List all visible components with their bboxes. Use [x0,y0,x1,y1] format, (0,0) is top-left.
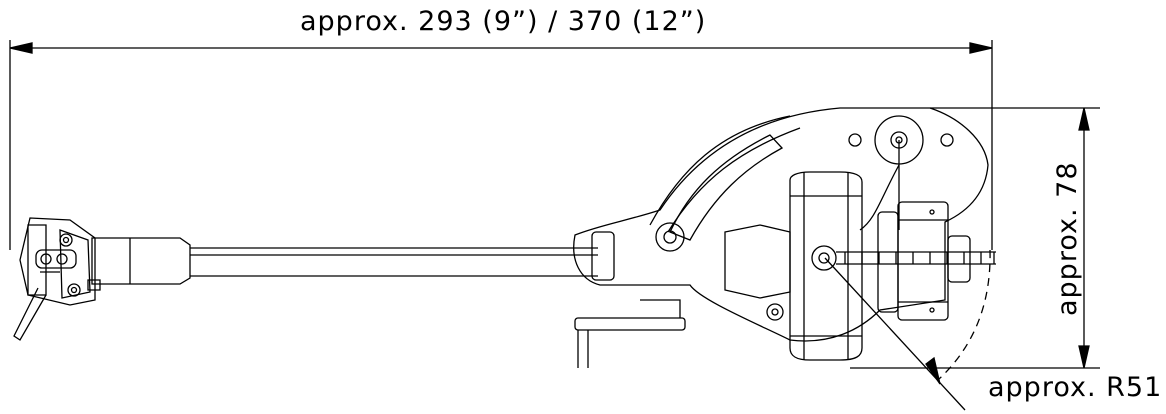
length-dimension [10,40,992,250]
height-label: approx. 78 [1052,161,1083,316]
radius-label: approx. R51 [988,372,1163,403]
height-dimension [850,108,1100,368]
cue-lever [575,300,685,368]
radius-dimension [825,250,990,410]
bearing-housing [574,108,988,341]
threaded-rod [836,252,996,264]
overall-length-label: approx. 293 (9”) / 370 (12”) [300,6,707,37]
arm-tube [92,238,598,284]
counterweight [878,202,970,320]
headshell [14,218,100,340]
pivot-drum [790,172,862,360]
